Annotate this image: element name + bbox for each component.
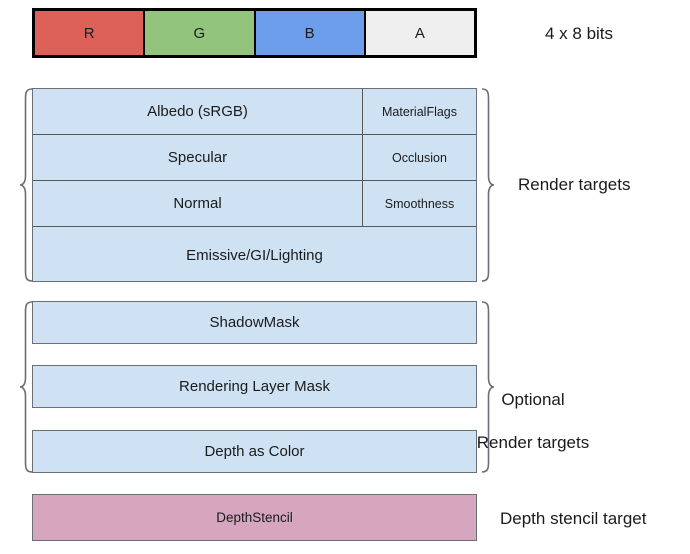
optional-target-rendering-layer-mask: Rendering Layer Mask — [32, 365, 477, 408]
channel-cell-b: B — [255, 11, 366, 55]
left-brace-render-targets — [19, 88, 33, 282]
right-brace-optional-targets — [481, 301, 495, 473]
table-row: Normal Smoothness — [33, 181, 476, 227]
render-target-smoothness: Smoothness — [384, 196, 455, 211]
render-target-emissive-gi-lighting: Emissive/GI/Lighting — [186, 246, 323, 264]
table-row: Albedo (sRGB) MaterialFlags — [33, 89, 476, 135]
optional-target-depth-as-color: Depth as Color — [32, 430, 477, 473]
optional-render-targets-caption: Optional Render targets — [477, 368, 589, 474]
channel-cell-a: A — [365, 11, 474, 55]
optional-caption-line-2: Render targets — [476, 432, 590, 452]
channel-cell-g: G — [145, 11, 256, 55]
depth-stencil-caption: Depth stencil target — [500, 509, 647, 528]
right-brace-render-targets — [481, 88, 495, 282]
left-brace-optional-targets — [19, 301, 33, 473]
render-target-material-flags: MaterialFlags — [381, 104, 458, 119]
render-targets-table: Albedo (sRGB) MaterialFlags Specular Occ… — [32, 88, 477, 282]
render-target-specular: Specular — [33, 135, 363, 180]
optional-caption-line-1: Optional — [501, 390, 565, 410]
render-target-occlusion: Occlusion — [392, 150, 447, 165]
table-row: Emissive/GI/Lighting — [33, 227, 476, 283]
depth-stencil-box: DepthStencil — [32, 494, 477, 541]
render-target-normal: Normal — [33, 181, 363, 226]
render-targets-caption: Render targets — [518, 175, 631, 194]
render-target-albedo: Albedo (sRGB) — [33, 89, 363, 134]
channel-bar: R G B A — [32, 8, 477, 58]
channel-cell-r: R — [35, 11, 146, 55]
channel-bar-caption: 4 x 8 bits — [545, 24, 614, 43]
table-row: Specular Occlusion — [33, 135, 476, 181]
optional-target-shadowmask: ShadowMask — [32, 301, 477, 344]
